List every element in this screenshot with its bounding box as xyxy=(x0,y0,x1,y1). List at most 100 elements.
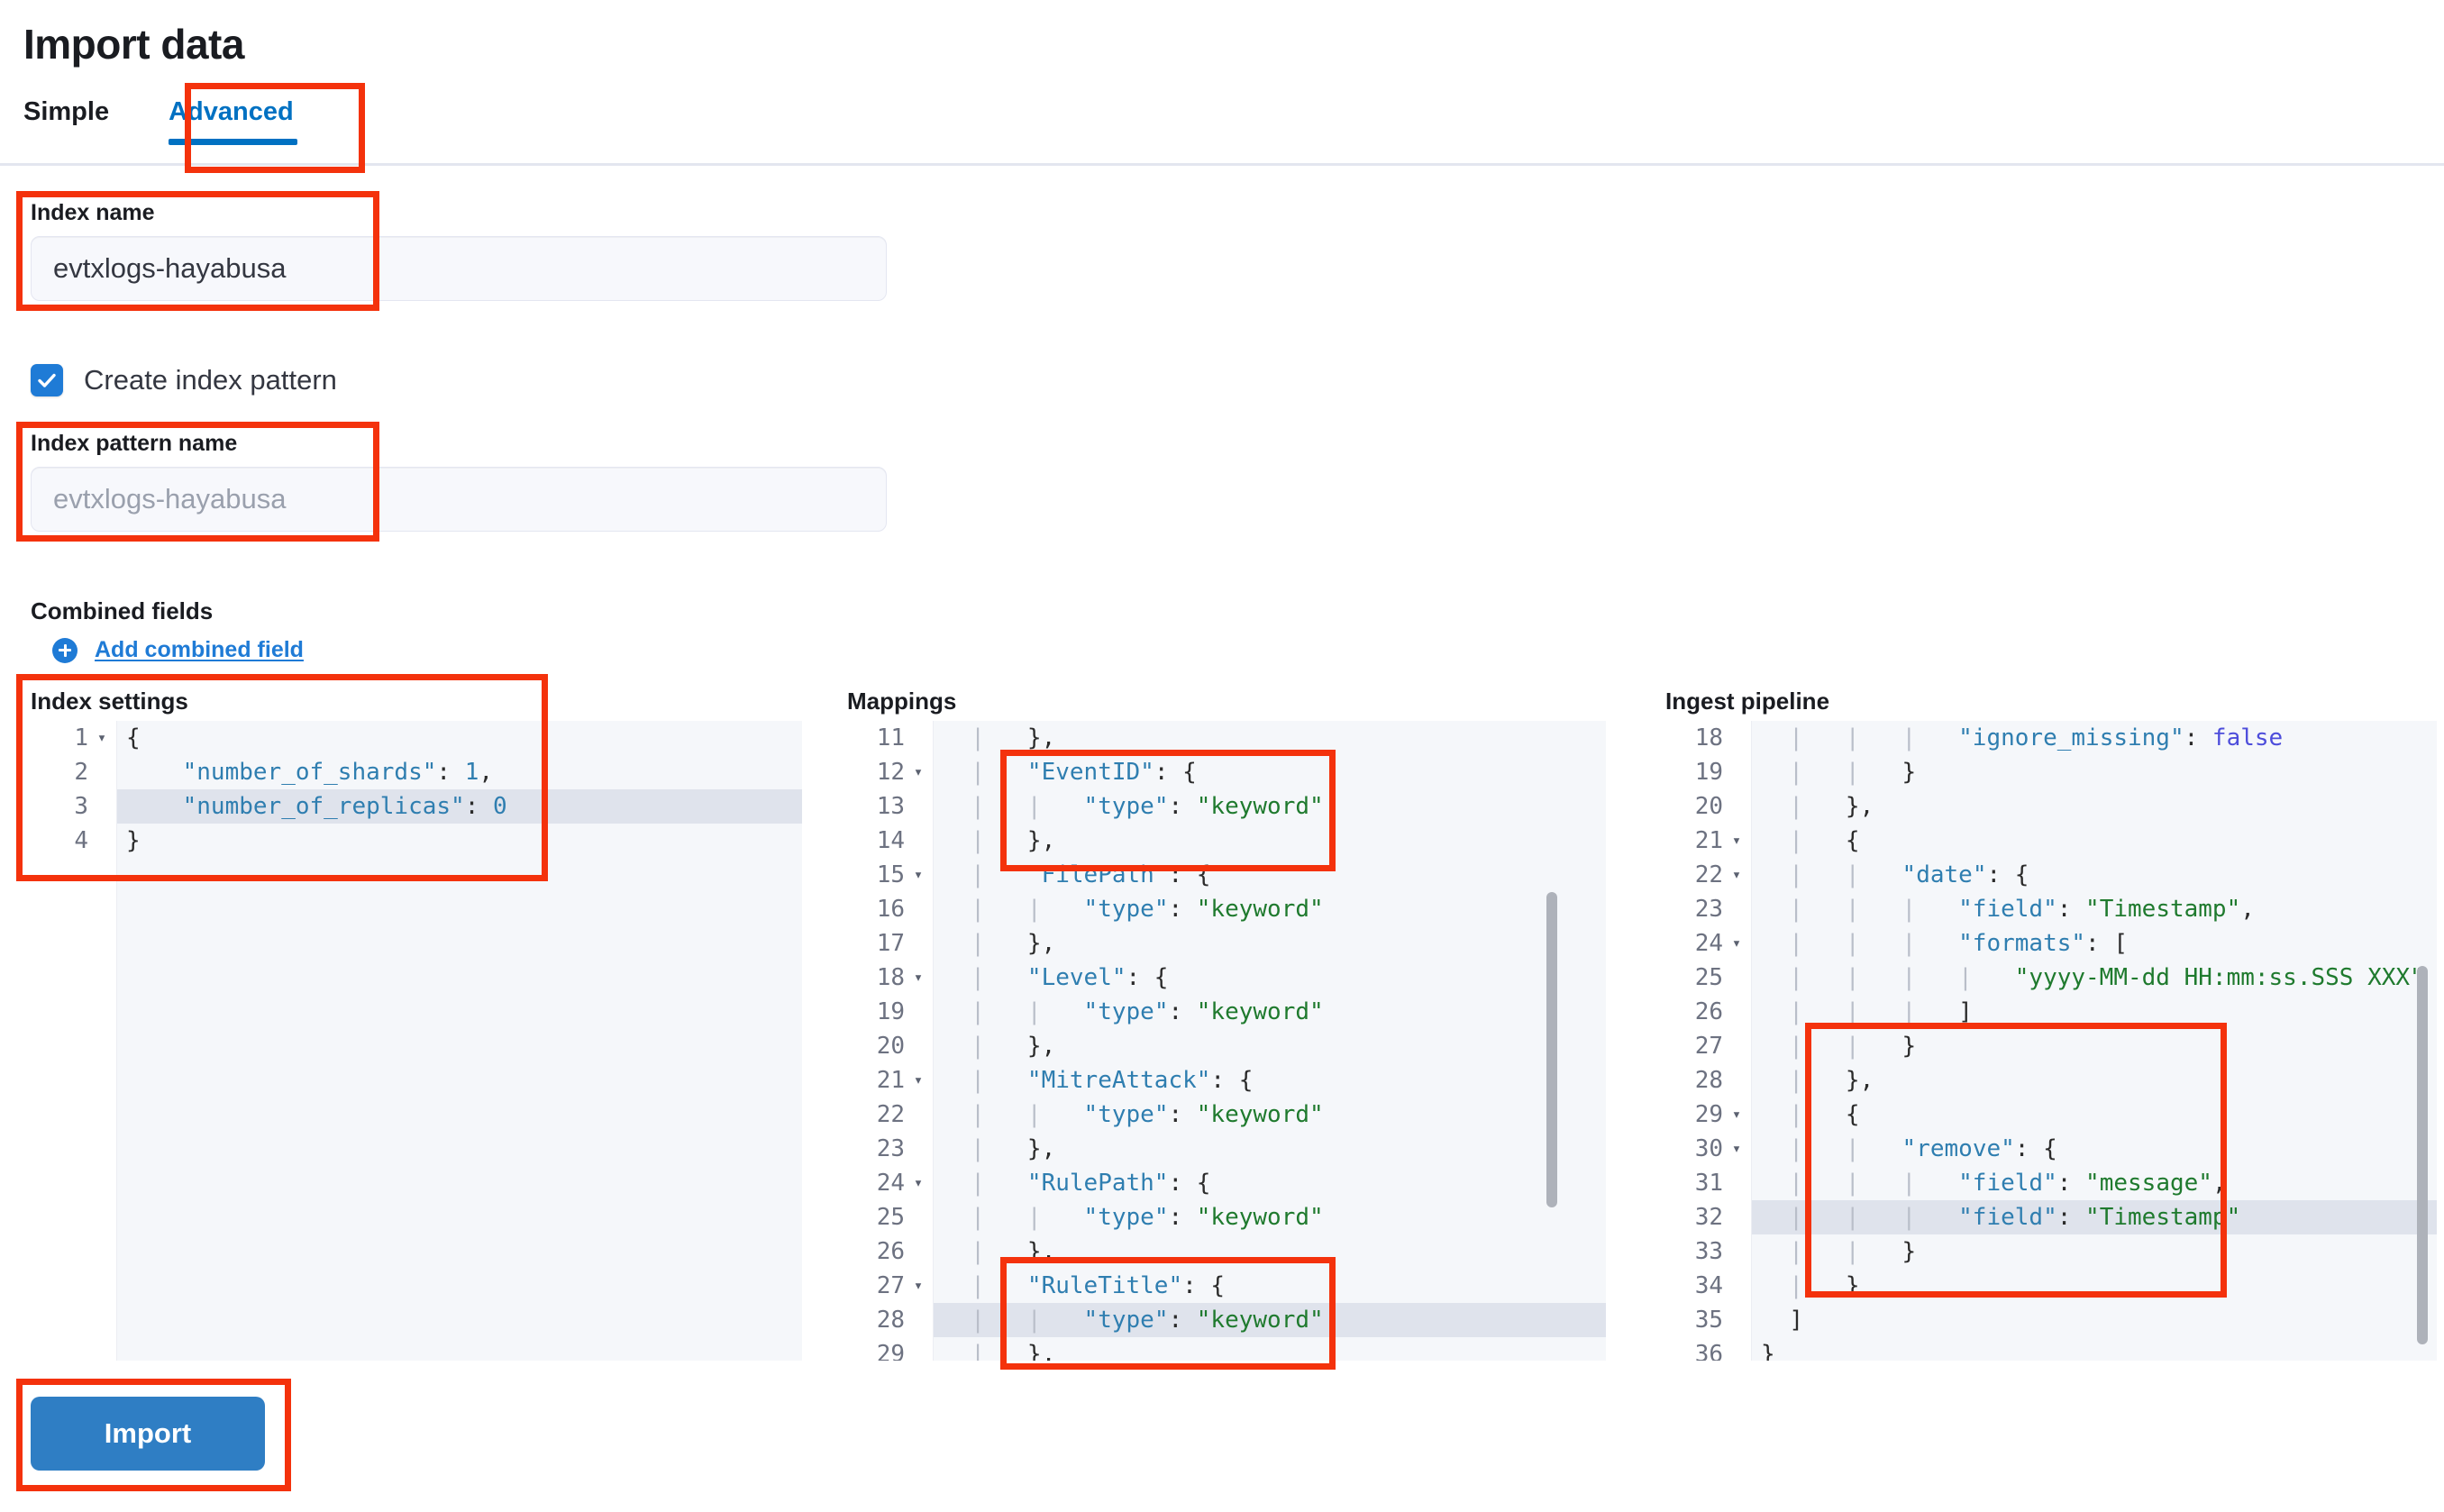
code-line[interactable]: 14 | }, xyxy=(877,824,1606,858)
create-index-pattern-checkbox[interactable] xyxy=(31,364,63,396)
index-settings-code[interactable]: 1▾{2 "number_of_shards": 1,3 "number_of_… xyxy=(74,721,802,1361)
code-line[interactable]: 21▾ | { xyxy=(1695,824,2437,858)
code-line[interactable]: 23 | }, xyxy=(877,1132,1606,1166)
line-number: 33 xyxy=(1694,1238,1723,1265)
code-line[interactable]: 12▾ | "EventID": { xyxy=(877,755,1606,789)
code-line[interactable]: 33 | | } xyxy=(1695,1234,2437,1269)
code-text: | "RulePath": { xyxy=(943,1170,1211,1197)
index-name-input[interactable]: evtxlogs-hayabusa xyxy=(31,236,887,301)
code-line[interactable]: 28 | | "type": "keyword" xyxy=(877,1303,1606,1337)
line-number: 20 xyxy=(1694,793,1723,820)
code-text: | }, xyxy=(943,1238,1056,1265)
code-line[interactable]: 19 | | } xyxy=(1695,755,2437,789)
code-line[interactable]: 30▾ | | "remove": { xyxy=(1695,1132,2437,1166)
index-settings-gutter xyxy=(31,721,117,1361)
code-text: | | "type": "keyword" xyxy=(943,896,1324,923)
code-line[interactable]: 20 | }, xyxy=(877,1029,1606,1063)
code-line[interactable]: 17 | }, xyxy=(877,926,1606,961)
code-line[interactable]: 15▾ | "FilePath": { xyxy=(877,858,1606,892)
code-line[interactable]: 20 | }, xyxy=(1695,789,2437,824)
fold-arrow-icon[interactable]: ▾ xyxy=(96,729,107,747)
code-line[interactable]: 22▾ | | "date": { xyxy=(1695,858,2437,892)
code-line[interactable]: 16 | | "type": "keyword" xyxy=(877,892,1606,926)
mappings-code[interactable]: 11 | },12▾ | "EventID": {13 | | "type": … xyxy=(877,721,1606,1361)
check-icon xyxy=(38,373,56,387)
line-number: 29 xyxy=(876,1341,905,1361)
code-line[interactable]: 18 | | | "ignore_missing": false xyxy=(1695,721,2437,755)
code-text: | }, xyxy=(1761,793,1874,820)
code-text: | | "type": "keyword" xyxy=(943,1101,1324,1128)
code-line[interactable]: 11 | }, xyxy=(877,721,1606,755)
code-line[interactable]: 19 | | "type": "keyword" xyxy=(877,995,1606,1029)
code-line[interactable]: 27 | | } xyxy=(1695,1029,2437,1063)
ingest-pipeline-title: Ingest pipeline xyxy=(1665,688,1830,715)
code-text: | | } xyxy=(1761,1033,1917,1060)
tab-simple[interactable]: Simple xyxy=(23,97,110,126)
fold-arrow-icon[interactable]: ▾ xyxy=(1731,832,1742,850)
fold-arrow-icon[interactable]: ▾ xyxy=(1731,866,1742,884)
create-index-pattern-row[interactable]: Create index pattern xyxy=(31,364,337,396)
line-number: 11 xyxy=(876,724,905,751)
code-text: } xyxy=(126,827,141,854)
code-line[interactable]: 28 | }, xyxy=(1695,1063,2437,1098)
ingest-pipeline-scrollbar[interactable] xyxy=(2417,966,2428,1344)
code-text: | } xyxy=(1761,1272,1860,1299)
line-number: 32 xyxy=(1694,1204,1723,1231)
code-line[interactable]: 35 ] xyxy=(1695,1303,2437,1337)
code-text: | }, xyxy=(943,724,1056,751)
tab-bar: Simple Advanced xyxy=(23,99,326,145)
fold-arrow-icon[interactable]: ▾ xyxy=(1731,1140,1742,1158)
code-line[interactable]: 25 | | | | "yyyy-MM-dd HH:mm:ss.SSS XXX" xyxy=(1695,961,2437,995)
code-line[interactable]: 29▾ | { xyxy=(1695,1098,2437,1132)
code-line[interactable]: 4} xyxy=(74,824,802,858)
code-line[interactable]: 32 | | | "field": "Timestamp" xyxy=(1695,1200,2437,1234)
fold-arrow-icon[interactable]: ▾ xyxy=(913,763,924,781)
fold-arrow-icon[interactable]: ▾ xyxy=(913,866,924,884)
fold-arrow-icon[interactable]: ▾ xyxy=(913,1277,924,1295)
fold-arrow-icon[interactable]: ▾ xyxy=(1731,934,1742,952)
code-line[interactable]: 27▾ | "RuleTitle": { xyxy=(877,1269,1606,1303)
line-number: 16 xyxy=(876,896,905,923)
code-line[interactable]: 31 | | | "field": "message", xyxy=(1695,1166,2437,1200)
line-number: 14 xyxy=(876,827,905,854)
mappings-scrollbar[interactable] xyxy=(1546,892,1557,1207)
fold-arrow-icon[interactable]: ▾ xyxy=(1731,1106,1742,1124)
code-text: | }, xyxy=(943,1341,1056,1361)
code-line[interactable]: 2 "number_of_shards": 1, xyxy=(74,755,802,789)
line-number: 3 xyxy=(74,793,88,820)
code-line[interactable]: 22 | | "type": "keyword" xyxy=(877,1098,1606,1132)
tab-advanced[interactable]: Advanced xyxy=(136,99,326,145)
index-settings-editor[interactable]: 1▾{2 "number_of_shards": 1,3 "number_of_… xyxy=(31,721,802,1361)
code-line[interactable]: 29 | }, xyxy=(877,1337,1606,1361)
code-line[interactable]: 18▾ | "Level": { xyxy=(877,961,1606,995)
code-line[interactable]: 26 | | | ] xyxy=(1695,995,2437,1029)
create-index-pattern-label: Create index pattern xyxy=(84,364,337,396)
fold-arrow-icon[interactable]: ▾ xyxy=(913,1174,924,1192)
line-number: 12 xyxy=(876,759,905,786)
code-line[interactable]: 13 | | "type": "keyword" xyxy=(877,789,1606,824)
code-line[interactable]: 36} xyxy=(1695,1337,2437,1361)
line-number: 17 xyxy=(876,930,905,957)
code-line[interactable]: 24▾ | | | "formats": [ xyxy=(1695,926,2437,961)
fold-arrow-icon[interactable]: ▾ xyxy=(913,969,924,987)
code-line[interactable]: 3 "number_of_replicas": 0 xyxy=(74,789,802,824)
mappings-editor[interactable]: 11 | },12▾ | "EventID": {13 | | "type": … xyxy=(847,721,1606,1361)
import-button[interactable]: Import xyxy=(31,1397,265,1471)
code-line[interactable]: 1▾{ xyxy=(74,721,802,755)
index-pattern-name-input[interactable]: evtxlogs-hayabusa xyxy=(31,467,887,532)
code-line[interactable]: 26 | }, xyxy=(877,1234,1606,1269)
code-line[interactable]: 34 | } xyxy=(1695,1269,2437,1303)
code-line[interactable]: 23 | | | "field": "Timestamp", xyxy=(1695,892,2437,926)
fold-arrow-icon[interactable]: ▾ xyxy=(913,1071,924,1089)
add-combined-field-button[interactable]: Add combined field xyxy=(52,637,304,663)
code-line[interactable]: 24▾ | "RulePath": { xyxy=(877,1166,1606,1200)
code-line[interactable]: 25 | | "type": "keyword" xyxy=(877,1200,1606,1234)
line-number: 34 xyxy=(1694,1272,1723,1299)
code-text: "number_of_shards": 1, xyxy=(182,759,494,786)
code-line[interactable]: 21▾ | "MitreAttack": { xyxy=(877,1063,1606,1098)
line-number: 35 xyxy=(1694,1307,1723,1334)
line-number: 27 xyxy=(876,1272,905,1299)
code-text: | | | "field": "Timestamp", xyxy=(1761,896,2255,923)
